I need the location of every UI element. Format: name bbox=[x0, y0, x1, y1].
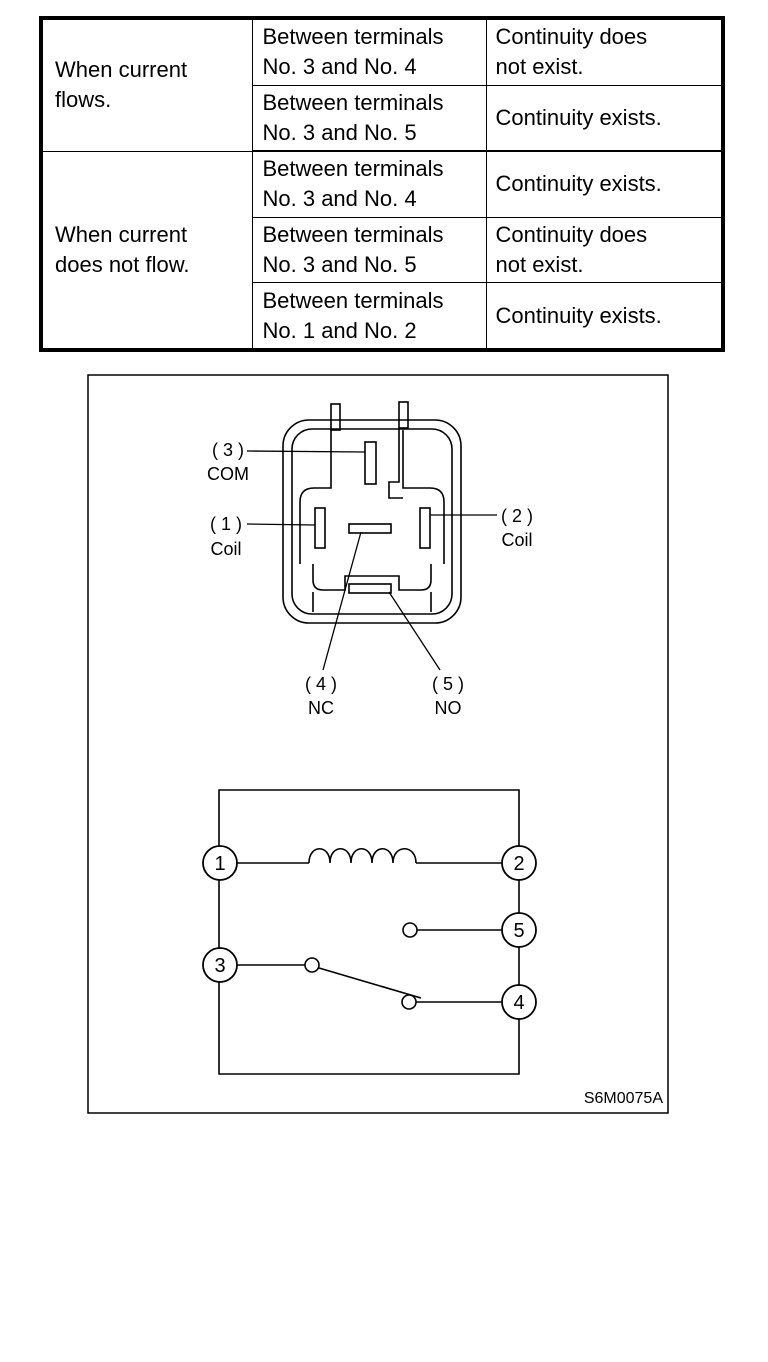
coil-2-label: Coil bbox=[501, 530, 532, 550]
table-row: When current flows. Between terminals No… bbox=[40, 17, 724, 152]
switch-nc-contact bbox=[401, 994, 417, 1010]
leader-lines bbox=[246, 450, 497, 671]
switch-common-contact bbox=[304, 957, 320, 973]
diagram-border bbox=[87, 374, 669, 1114]
condition-cell-current-flows: When current flows. bbox=[40, 17, 253, 152]
com-number-label: ( 3 ) bbox=[212, 440, 244, 460]
table-row: When current does not flow. Between term… bbox=[40, 150, 724, 351]
terminals-cell: Between terminals No. 1 and No. 2 bbox=[251, 282, 487, 351]
terminal-pin-coil-2 bbox=[419, 507, 431, 549]
result-cell: Continuity does not exist. bbox=[485, 216, 724, 284]
schematic-terminal-2 bbox=[501, 845, 537, 881]
coil-2-number-label: ( 2 ) bbox=[501, 506, 533, 526]
terminal-pin-no bbox=[348, 583, 392, 594]
terminals-cell: Between terminals No. 3 and No. 5 bbox=[251, 216, 487, 284]
terminal-pin-nc bbox=[348, 523, 392, 534]
table-row: Between terminals No. 3 and No. 5 Contin… bbox=[41, 84, 724, 153]
relay-diagram: ( 3 ) COM ( 1 ) Coil ( 2 ) Coil ( 4 ) NC… bbox=[87, 374, 669, 1114]
terminal-pin-coil-1 bbox=[314, 507, 326, 549]
terminals-cell: Between terminals No. 3 and No. 4 bbox=[251, 150, 487, 218]
schematic-wires bbox=[218, 789, 520, 1075]
no-label: NO bbox=[435, 698, 462, 718]
terminal-number-2: 2 bbox=[513, 853, 524, 875]
nc-number-label: ( 4 ) bbox=[305, 674, 337, 694]
schematic-terminal-4 bbox=[501, 984, 537, 1020]
switch-no-contact bbox=[402, 922, 418, 938]
terminal-number-4: 4 bbox=[513, 992, 524, 1014]
terminals-cell: Between terminals No. 3 and No. 4 bbox=[251, 17, 487, 86]
coil-1-number-label: ( 1 ) bbox=[210, 514, 242, 534]
relay-connector-outline bbox=[282, 401, 462, 624]
continuity-table: When current flows. Between terminals No… bbox=[39, 16, 725, 352]
com-label: COM bbox=[207, 464, 249, 484]
schematic-terminal-5 bbox=[501, 912, 537, 948]
result-cell: Continuity does not exist. bbox=[485, 17, 724, 86]
coil-winding-icon bbox=[308, 847, 417, 864]
terminal-pin-com bbox=[364, 441, 377, 485]
condition-cell-current-not-flow: When current does not flow. bbox=[40, 150, 253, 351]
no-number-label: ( 5 ) bbox=[432, 674, 464, 694]
terminals-cell: Between terminals No. 3 and No. 5 bbox=[251, 84, 487, 153]
terminal-number-5: 5 bbox=[513, 920, 524, 942]
figure-code: S6M0075A bbox=[584, 1090, 663, 1107]
schematic-terminal-3 bbox=[202, 947, 238, 983]
result-cell: Continuity exists. bbox=[485, 150, 724, 218]
terminal-number-1: 1 bbox=[214, 853, 225, 875]
schematic-terminal-1 bbox=[202, 845, 238, 881]
nc-label: NC bbox=[308, 698, 334, 718]
table-row: Between terminals No. 3 and No. 5 Contin… bbox=[41, 216, 724, 284]
coil-1-label: Coil bbox=[210, 539, 241, 559]
table-row: Between terminals No. 1 and No. 2 Contin… bbox=[41, 282, 724, 351]
terminal-number-3: 3 bbox=[214, 955, 225, 977]
result-cell: Continuity exists. bbox=[485, 84, 724, 153]
result-cell: Continuity exists. bbox=[485, 282, 724, 351]
